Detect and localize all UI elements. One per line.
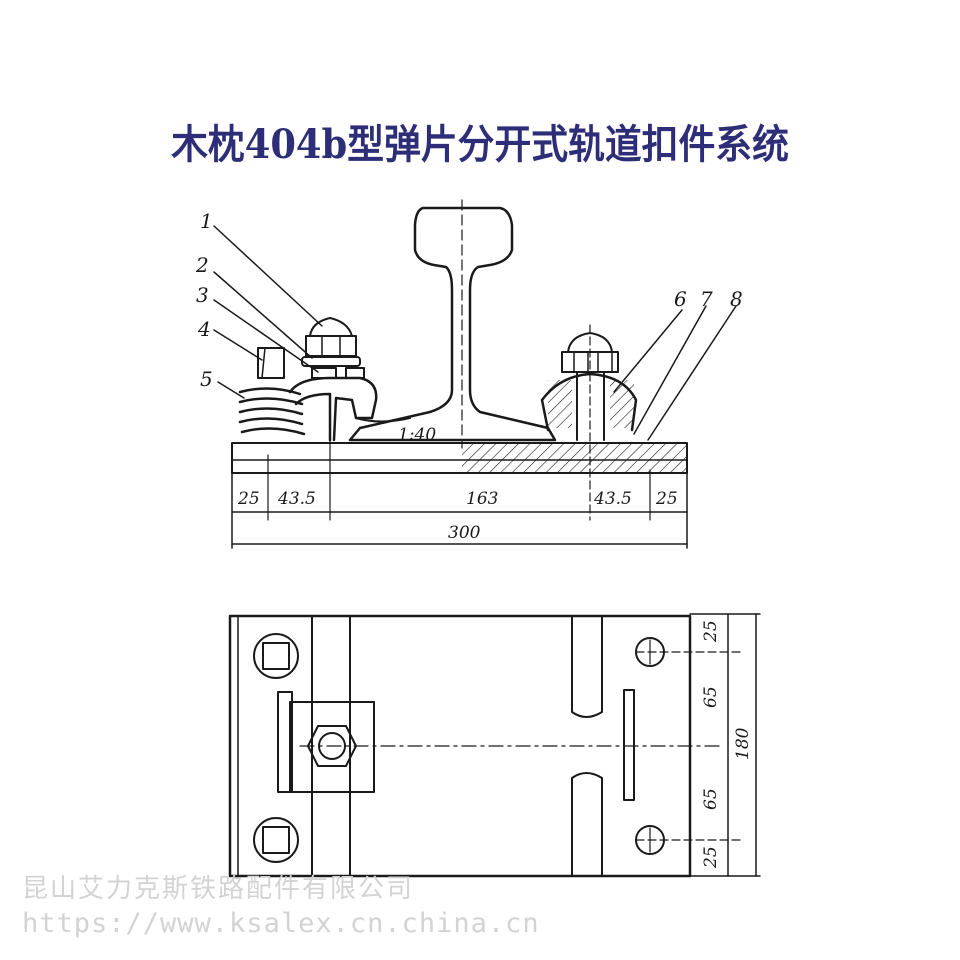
part-label-2: 2 — [195, 253, 209, 277]
leader-lines-right — [613, 305, 737, 441]
plan-dimensions — [689, 613, 761, 877]
spike-hole-top — [253, 633, 299, 679]
leader-lines-left — [213, 225, 323, 399]
dim-25-right: 25 — [655, 489, 678, 509]
rail — [348, 206, 557, 442]
slot-bottom — [571, 772, 603, 877]
dim-25-left: 25 — [237, 489, 260, 509]
slope-label: 1:40 — [398, 425, 436, 445]
dim-43-5-left: 43.5 — [277, 489, 316, 509]
dim-163: 163 — [466, 489, 498, 509]
watermark-company: 昆山艾力克斯铁路配件有限公司 — [22, 874, 415, 904]
dim-300: 300 — [448, 523, 481, 543]
center-slot — [623, 689, 635, 801]
bolt-hole-bottom — [635, 825, 741, 855]
plan-dim-65-top: 65 — [701, 686, 721, 708]
plan-dim-25-bottom: 25 — [701, 846, 721, 869]
diagram-title: 木枕404b型弹片分开式轨道扣件系统 — [171, 121, 789, 168]
clip-plate — [277, 691, 375, 793]
bolt-hole-top — [635, 637, 741, 667]
part-label-3: 3 — [196, 283, 209, 307]
dim-43-5-right: 43.5 — [593, 489, 632, 509]
plan-dim-65-bottom: 65 — [701, 788, 721, 810]
side-dimensions — [231, 429, 688, 549]
part-label-1: 1 — [200, 209, 213, 233]
right-bolt-assembly — [540, 324, 638, 521]
part-label-7: 7 — [700, 287, 713, 311]
plan-dim-25-top: 25 — [701, 620, 721, 643]
part-label-4: 4 — [197, 317, 211, 341]
base-plate-section — [462, 443, 687, 473]
plan-view: 25 65 180 65 25 — [228, 613, 761, 878]
part-label-6: 6 — [674, 287, 687, 311]
plan-dim-180: 180 — [733, 727, 753, 760]
part-label-5: 5 — [200, 367, 213, 391]
part-label-8: 8 — [730, 287, 743, 311]
watermark-url: https://www.ksalex.cn.china.cn — [22, 908, 540, 939]
slot-top — [571, 615, 603, 718]
plate-outline — [228, 614, 692, 878]
spike-hole-bottom — [253, 817, 299, 863]
side-view: 1 2 3 4 5 6 7 8 1:40 25 43.5 163 43.5 25… — [195, 199, 743, 549]
